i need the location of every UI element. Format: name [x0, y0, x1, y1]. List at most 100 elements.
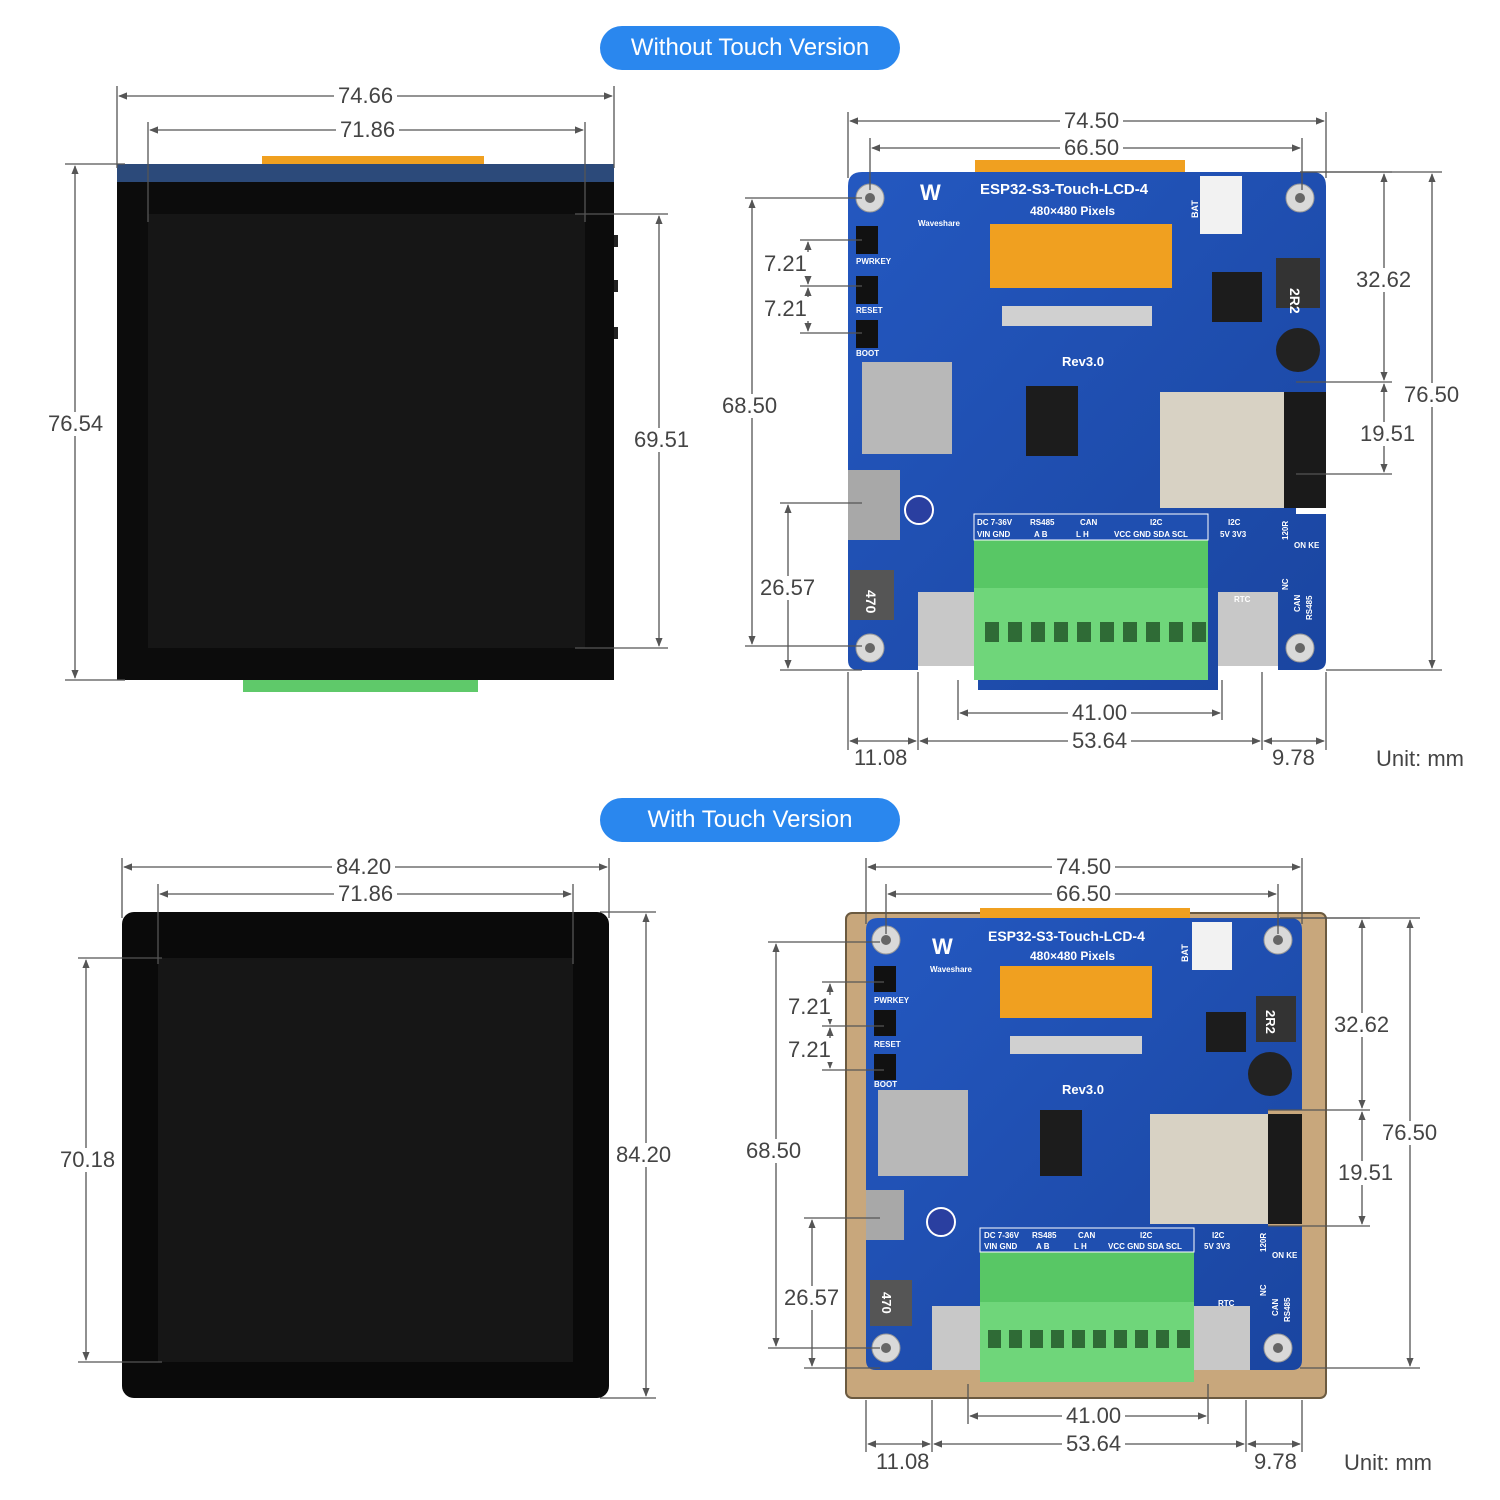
svg-text:RS485: RS485: [1032, 1231, 1057, 1240]
svg-text:RS485: RS485: [1030, 518, 1055, 527]
dim-back-width-outer: 74.50: [1060, 109, 1124, 133]
svg-text:CAN: CAN: [1080, 518, 1098, 527]
dim-back-center: 53.64: [1068, 729, 1132, 753]
dim-touch-back-height-total: 76.50: [1378, 1121, 1442, 1145]
dim-touch-back-upper: 32.62: [1330, 1013, 1394, 1037]
svg-text:2R2: 2R2: [1287, 288, 1303, 314]
fpc-cable: [262, 156, 484, 166]
dim-back-gap1: 7.21: [760, 252, 811, 276]
svg-text:480×480 Pixels: 480×480 Pixels: [1030, 204, 1115, 218]
svg-text:VIN GND: VIN GND: [977, 530, 1011, 539]
dim-touch-front-height-inner: 70.18: [56, 1148, 120, 1172]
svg-text:RESET: RESET: [856, 306, 883, 315]
dim-back-upper: 32.62: [1352, 268, 1416, 292]
svg-text:ON KE: ON KE: [1294, 541, 1320, 550]
active-area-touch: [158, 958, 573, 1362]
svg-text:2R2: 2R2: [1263, 1010, 1278, 1034]
svg-text:PWRKEY: PWRKEY: [874, 996, 910, 1005]
dim-touch-back-gap2: 7.21: [784, 1038, 835, 1062]
svg-text:VCC GND SDA SCL: VCC GND SDA SCL: [1114, 530, 1188, 539]
dim-back-left: 11.08: [854, 745, 908, 770]
dim-touch-back-height-holes: 68.50: [742, 1139, 806, 1163]
svg-text:RS485: RS485: [1305, 595, 1314, 620]
svg-text:120R: 120R: [1259, 1233, 1268, 1252]
svg-text:Waveshare: Waveshare: [918, 219, 961, 228]
svg-text:5V 3V3: 5V 3V3: [1204, 1242, 1231, 1251]
pcb-back-touch: W ESP32-S3-Touch-LCD-4 480×480 Pixels Wa…: [845, 908, 1327, 1399]
dim-back-width-holes: 66.50: [1060, 136, 1124, 160]
dim-front-height-inner: 69.51: [630, 428, 694, 452]
svg-text:A B: A B: [1034, 530, 1048, 539]
dim-touch-back-center: 53.64: [1062, 1432, 1126, 1456]
dim-back-gap2: 7.21: [760, 297, 811, 321]
svg-text:480×480 Pixels: 480×480 Pixels: [1030, 949, 1115, 963]
dim-back-height-total: 76.50: [1400, 383, 1464, 407]
dim-touch-back-lower: 26.57: [780, 1286, 844, 1310]
dim-back-height-holes: 68.50: [718, 394, 782, 418]
svg-text:CAN: CAN: [1293, 594, 1302, 612]
terminal-edge: [243, 680, 478, 692]
dim-touch-back-right: 9.78: [1254, 1449, 1297, 1474]
svg-text:PWRKEY: PWRKEY: [856, 257, 892, 266]
svg-text:CAN: CAN: [1271, 1298, 1280, 1316]
title-without-touch: Without Touch Version: [600, 26, 900, 70]
dim-touch-back-gap1: 7.21: [784, 995, 835, 1019]
dim-touch-front-width-outer: 84.20: [332, 855, 396, 879]
dim-touch-back-terminal: 41.00: [1062, 1404, 1126, 1428]
svg-text:A B: A B: [1036, 1242, 1050, 1251]
dim-touch-front-height-outer: 84.20: [612, 1143, 676, 1167]
svg-text:I2C: I2C: [1150, 518, 1163, 527]
pcb-edge: [117, 164, 614, 184]
svg-text:Rev3.0: Rev3.0: [1062, 1082, 1104, 1097]
dim-front-width-outer: 74.66: [334, 84, 398, 108]
svg-text:VCC GND SDA SCL: VCC GND SDA SCL: [1108, 1242, 1182, 1251]
unit-label-top: Unit: mm: [1376, 746, 1464, 771]
svg-text:CAN: CAN: [1078, 1231, 1096, 1240]
active-area: [148, 214, 585, 648]
svg-text:BOOT: BOOT: [856, 349, 879, 358]
dim-touch-back-left: 11.08: [876, 1449, 930, 1474]
svg-text:470: 470: [879, 1292, 894, 1314]
svg-text:L H: L H: [1074, 1242, 1087, 1251]
svg-text:I2C: I2C: [1228, 518, 1241, 527]
svg-text:NC: NC: [1281, 578, 1290, 590]
svg-text:ESP32-S3-Touch-LCD-4: ESP32-S3-Touch-LCD-4: [988, 928, 1145, 944]
unit-label-bottom: Unit: mm: [1344, 1450, 1432, 1475]
front-view-touch: [122, 912, 609, 1398]
brand-logo-icon-touch: W: [932, 934, 953, 959]
svg-text:RESET: RESET: [874, 1040, 901, 1049]
dim-touch-front-width-inner: 71.86: [334, 882, 398, 906]
svg-text:NC: NC: [1259, 1284, 1268, 1296]
dim-front-height-outer: 76.54: [44, 412, 108, 436]
svg-text:VIN GND: VIN GND: [984, 1242, 1018, 1251]
dim-touch-back-width-outer: 74.50: [1052, 855, 1116, 879]
svg-text:5V 3V3: 5V 3V3: [1220, 530, 1247, 539]
dim-back-module: 19.51: [1356, 422, 1420, 446]
svg-text:120R: 120R: [1281, 521, 1290, 540]
svg-text:Waveshare: Waveshare: [930, 965, 973, 974]
svg-text:Rev3.0: Rev3.0: [1062, 354, 1104, 369]
svg-text:470: 470: [863, 590, 879, 614]
dim-back-lower: 26.57: [756, 576, 820, 600]
title-with-touch: With Touch Version: [600, 798, 900, 842]
svg-text:ESP32-S3-Touch-LCD-4: ESP32-S3-Touch-LCD-4: [980, 181, 1149, 198]
svg-text:DC 7-36V: DC 7-36V: [977, 518, 1013, 527]
dim-back-terminal: 41.00: [1068, 701, 1132, 725]
dim-front-width-inner: 71.86: [336, 118, 400, 142]
dim-back-right: 9.78: [1272, 745, 1315, 770]
svg-text:RS485: RS485: [1283, 1297, 1292, 1322]
svg-text:I2C: I2C: [1212, 1231, 1225, 1240]
pcb-back-no-touch: W ESP32-S3-Touch-LCD-4 480×480 Pixels Wa…: [848, 160, 1326, 690]
svg-text:L H: L H: [1076, 530, 1089, 539]
svg-text:BAT: BAT: [1190, 200, 1200, 218]
svg-text:RTC: RTC: [1234, 595, 1251, 604]
brand-logo-icon: W: [920, 180, 941, 205]
svg-text:BAT: BAT: [1180, 944, 1190, 962]
front-view-no-touch: [117, 156, 618, 692]
svg-text:I2C: I2C: [1140, 1231, 1153, 1240]
dim-touch-back-module: 19.51: [1334, 1161, 1398, 1185]
svg-text:ON KE: ON KE: [1272, 1251, 1298, 1260]
svg-text:BOOT: BOOT: [874, 1080, 897, 1089]
svg-text:DC 7-36V: DC 7-36V: [984, 1231, 1020, 1240]
